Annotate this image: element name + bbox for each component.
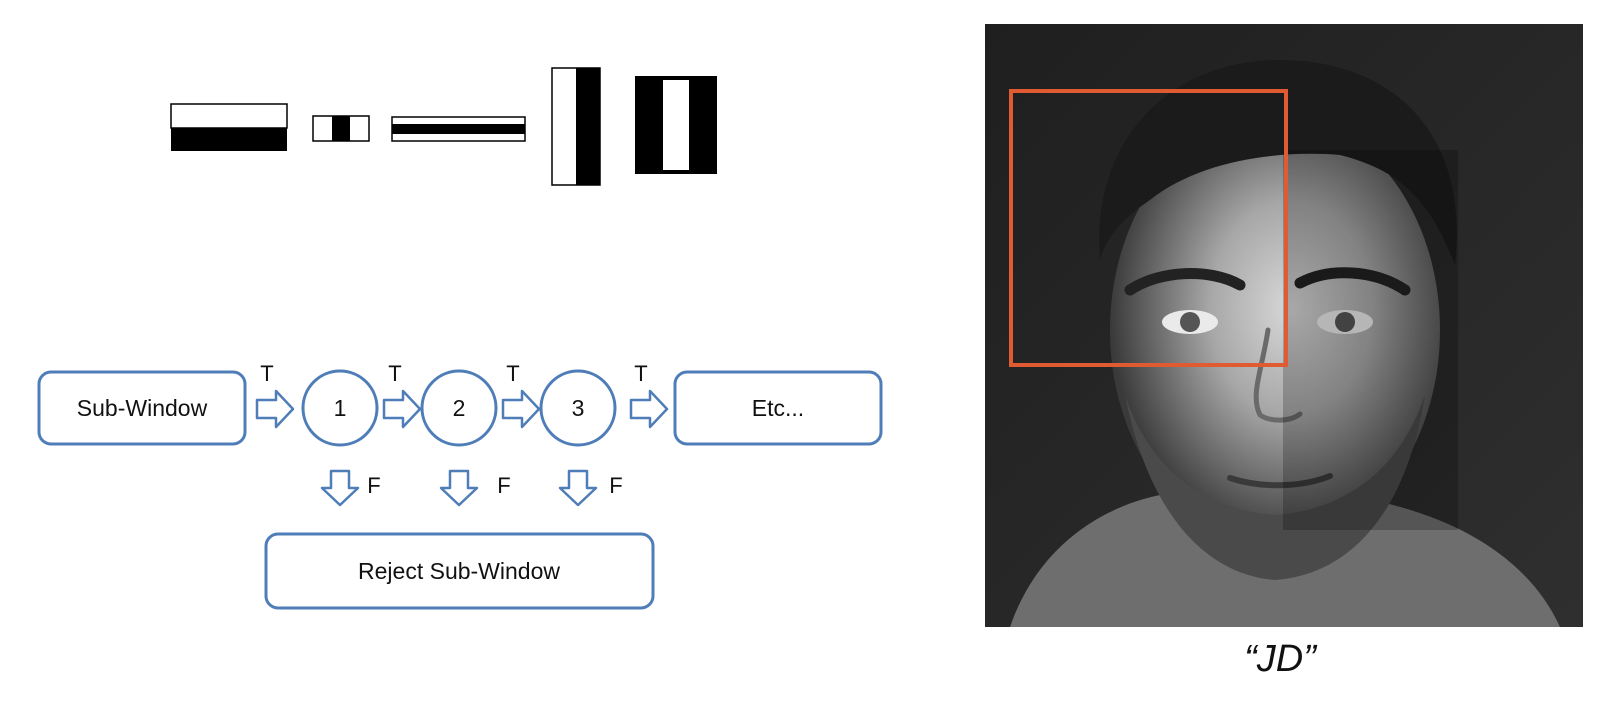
true-arrows: T T T T [255, 361, 669, 429]
true-label: T [506, 361, 519, 386]
sub-window-box: Sub-Window [37, 370, 247, 446]
etc-box: Etc... [673, 370, 883, 446]
etc-label: Etc... [752, 395, 804, 421]
haar-feature-three-rect-small [312, 115, 370, 142]
right-arrow-icon [382, 389, 422, 429]
reject-box: Reject Sub-Window [264, 532, 655, 610]
down-arrow-icon [439, 469, 479, 507]
down-arrow-icon [558, 469, 598, 507]
false-label: F [367, 473, 380, 498]
detection-window [1009, 89, 1288, 367]
stage-3: 3 [539, 369, 617, 447]
cascade-flow: Sub-Window T T T T 1 [37, 361, 883, 610]
reject-label: Reject Sub-Window [358, 558, 560, 584]
stage-label: 2 [453, 395, 466, 421]
true-label: T [388, 361, 401, 386]
true-label: T [260, 361, 273, 386]
haar-feature-line-horizontal [391, 116, 526, 142]
sub-window-label: Sub-Window [77, 395, 208, 421]
haar-feature-two-rect-vertical [551, 67, 601, 186]
stage-label: 3 [572, 395, 585, 421]
true-label: T [634, 361, 647, 386]
stage-2: 2 [420, 369, 498, 447]
false-label: F [609, 473, 622, 498]
right-arrow-icon [629, 389, 669, 429]
face-photo [985, 24, 1583, 627]
false-label: F [497, 473, 510, 498]
haar-features [170, 67, 717, 186]
photo-caption: “JD” [1244, 638, 1316, 680]
right-arrow-icon [255, 389, 295, 429]
right-arrow-icon [501, 389, 541, 429]
haar-feature-two-rect-horizontal [170, 103, 288, 151]
stage-label: 1 [334, 395, 347, 421]
false-arrows: F F F [320, 469, 623, 507]
down-arrow-icon [320, 469, 360, 507]
haar-feature-three-rect-vertical [635, 76, 717, 174]
stage-1: 1 [301, 369, 379, 447]
